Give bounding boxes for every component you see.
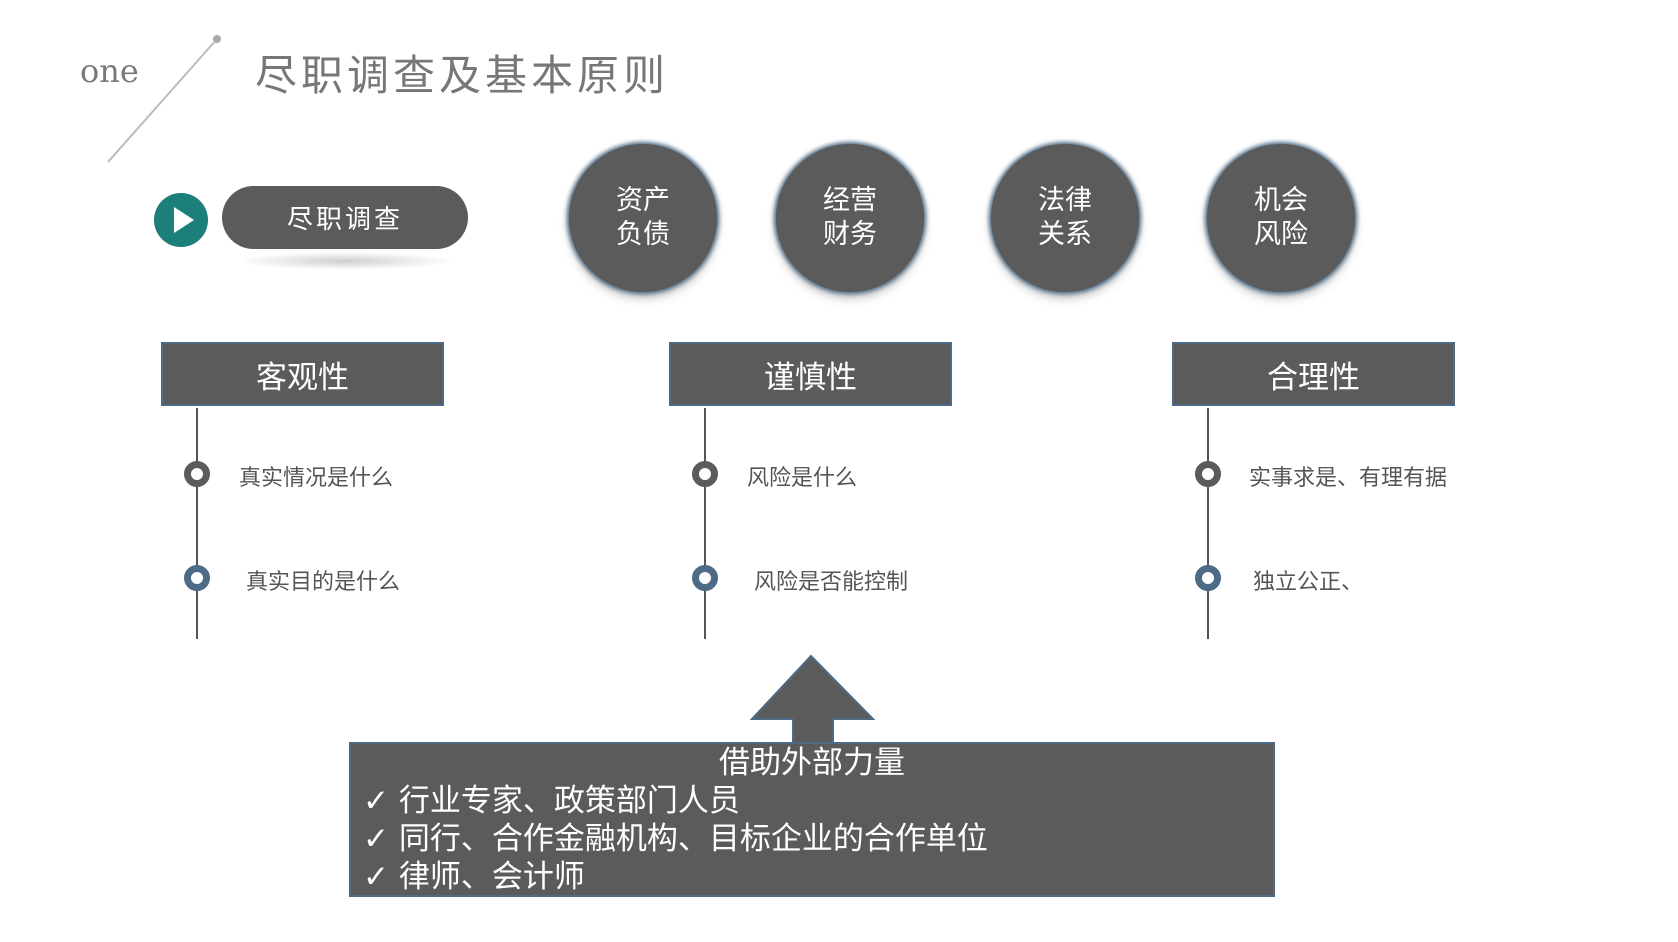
due-diligence-button[interactable]: 尽职调查	[222, 186, 468, 249]
principle-item: 风险是什么	[747, 466, 858, 491]
divider-line	[107, 35, 221, 163]
play-icon[interactable]	[154, 193, 208, 247]
principle-header: 合理性	[1172, 342, 1455, 406]
topic-circle: 机会 风险	[1207, 144, 1355, 292]
external-item: ✓ 同行、合作金融机构、目标企业的合作单位	[363, 821, 988, 857]
bullet-icon	[1195, 565, 1221, 591]
external-title: 借助外部力量	[719, 745, 905, 781]
principle-item: 实事求是、有理有据	[1249, 466, 1448, 491]
principle-item: 真实情况是什么	[239, 466, 394, 491]
bullet-icon	[692, 565, 718, 591]
external-item: ✓ 行业专家、政策部门人员	[363, 783, 740, 819]
timeline-line	[196, 408, 198, 639]
topic-circle: 经营 财务	[776, 144, 924, 292]
bullet-icon	[184, 565, 210, 591]
timeline-line	[1207, 408, 1209, 639]
principle-item: 独立公正、	[1253, 570, 1364, 595]
principle-header: 谨慎性	[669, 342, 952, 406]
topic-circle: 法律 关系	[991, 144, 1139, 292]
bullet-icon	[692, 461, 718, 487]
external-resources-box: 借助外部力量 ✓ 行业专家、政策部门人员 ✓ 同行、合作金融机构、目标企业的合作…	[349, 742, 1275, 897]
topic-circle: 资产 负债	[569, 144, 717, 292]
bullet-icon	[184, 461, 210, 487]
up-arrow-icon	[749, 654, 876, 747]
section-label: one	[80, 52, 139, 90]
principle-header: 客观性	[161, 342, 444, 406]
timeline-line	[704, 408, 706, 639]
pill-shadow	[235, 252, 455, 270]
principle-item: 真实目的是什么	[246, 570, 401, 595]
external-item: ✓ 律师、会计师	[363, 859, 585, 895]
bullet-icon	[1195, 461, 1221, 487]
page-title: 尽职调查及基本原则	[255, 51, 670, 100]
principle-item: 风险是否能控制	[754, 570, 909, 595]
